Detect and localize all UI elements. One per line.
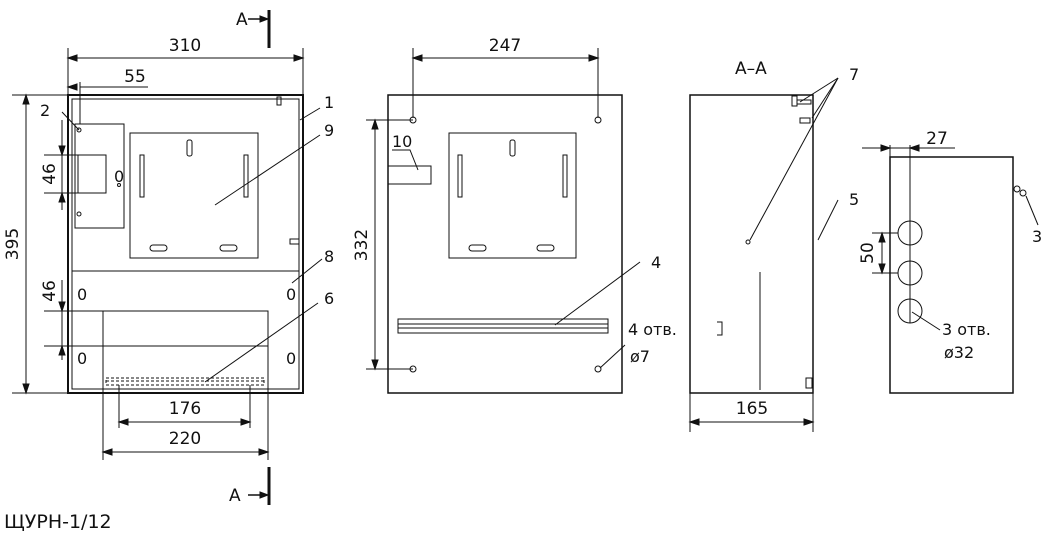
dim-50: 50 — [858, 242, 878, 264]
dim-46-lower: 46 — [40, 280, 60, 302]
dim-46-upper: 46 — [40, 163, 60, 185]
callout-10: 10 — [392, 132, 412, 151]
dim-165: 165 — [736, 399, 768, 419]
dim-247: 247 — [489, 36, 521, 56]
cutout-mark-tl: 0 — [77, 285, 87, 304]
callout-6: 6 — [324, 289, 334, 308]
section-title: А–А — [735, 59, 767, 79]
dim-332: 332 — [352, 229, 372, 261]
callout-9: 9 — [324, 121, 334, 140]
dim-310: 310 — [169, 36, 201, 56]
callout-8: 8 — [324, 247, 334, 266]
callout-2: 2 — [40, 101, 50, 120]
cutout-mark-bl: 0 — [77, 349, 87, 368]
breaker-window — [77, 154, 107, 194]
section-mark-bottom: А — [229, 486, 241, 506]
side-view — [862, 144, 1039, 394]
model-caption: ЩУРН-1/12 — [4, 511, 112, 533]
cutout-mark-tr: 0 — [286, 285, 296, 304]
meter-plate — [129, 132, 259, 259]
din-rail-back — [397, 318, 609, 334]
panel-cutout — [102, 310, 269, 347]
section-view — [688, 77, 839, 432]
dim-55: 55 — [124, 67, 146, 87]
holes-3-diameter: ø32 — [944, 343, 974, 362]
dim-27: 27 — [926, 129, 948, 149]
section-mark-top: А — [236, 10, 248, 30]
cutout-mark-module: 0 — [114, 167, 124, 186]
front-view — [12, 10, 323, 505]
dim-395: 395 — [3, 228, 23, 260]
callout-5: 5 — [849, 190, 859, 209]
callout-1: 1 — [324, 93, 334, 112]
cable-entry — [387, 165, 432, 185]
holes-4-diameter: ø7 — [630, 347, 650, 366]
drawing-labels: 310 55 395 46 46 176 220 А А 1 2 3 4 5 6… — [3, 10, 1042, 506]
callout-7: 7 — [849, 65, 859, 84]
module-box — [74, 123, 125, 229]
holes-3-label: 3 отв. — [942, 320, 991, 339]
back-view — [366, 48, 641, 394]
dim-176: 176 — [169, 399, 201, 419]
cutout-mark-br: 0 — [286, 349, 296, 368]
dim-220: 220 — [169, 429, 201, 449]
callout-4: 4 — [651, 253, 661, 272]
callout-3: 3 — [1032, 227, 1042, 246]
holes-4-label: 4 отв. — [628, 320, 677, 339]
